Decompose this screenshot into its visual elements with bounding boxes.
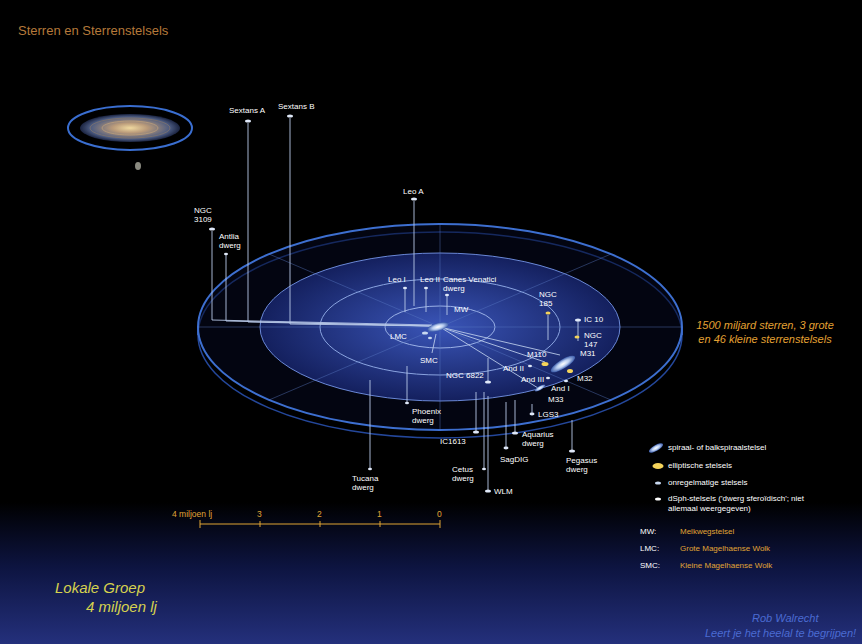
legend-swatch	[652, 479, 664, 487]
scale-label: 4 miljoen lj	[172, 510, 212, 520]
legend-swatch	[652, 462, 664, 470]
legend-text: onregelmatige stelsels	[668, 478, 748, 488]
abbreviation: MW:	[640, 527, 656, 536]
galaxy-label: LMC	[390, 332, 407, 341]
legend-text: elliptische stelsels	[668, 461, 732, 471]
abbreviation: LMC:	[640, 544, 659, 553]
galaxy-label: M110	[527, 350, 546, 359]
galaxy-label: Antlia dwerg	[219, 232, 245, 250]
galaxy-label: Phoenix dwerg	[412, 407, 444, 425]
galaxy-label: Sextans A	[229, 106, 265, 115]
page-title: Sterren en Sterrenstelsels	[18, 24, 168, 39]
galaxy-label: LGS3	[538, 410, 558, 419]
legend-text: spiraal- of balkspiraalstelsel	[668, 443, 766, 453]
galaxy-label: M31	[580, 349, 596, 358]
legend-row: onregelmatige stelsels	[668, 478, 748, 488]
scale-label: 3	[257, 510, 262, 520]
galaxy-label: And II	[503, 364, 524, 373]
legend-text: dSph-stelsels ('dwerg sferoïdisch'; niet…	[668, 494, 818, 513]
galaxy-label: SagDIG	[500, 455, 528, 464]
galaxy-label: And III	[521, 375, 544, 384]
galaxy-label: Cetus dwerg	[452, 465, 480, 483]
watermark: Rob Walrecht	[752, 612, 818, 625]
scale-label: 0	[437, 510, 442, 520]
galaxy-label: IC1613	[440, 437, 466, 446]
galaxy-label: Leo I	[388, 275, 406, 284]
galaxy-label: Pegasus dwerg	[566, 456, 602, 474]
abbreviation: SMC:	[640, 561, 660, 570]
galaxy-label: Sextans B	[278, 102, 314, 111]
watermark: Leert je het heelal te begrijpen!	[705, 627, 856, 640]
galaxy-label: Leo A	[403, 187, 423, 196]
galaxy-label: Tucana dwerg	[352, 474, 386, 492]
abbreviation-meaning: Melkwegstelsel	[680, 527, 734, 536]
legend-swatch	[652, 495, 664, 503]
scale-label: 2	[317, 510, 322, 520]
galaxy-label: Canes Venatici dwerg	[443, 275, 503, 293]
legend-row: spiraal- of balkspiraalstelsel	[668, 443, 766, 453]
legend-row: dSph-stelsels ('dwerg sferoïdisch'; niet…	[668, 494, 818, 513]
galaxy-label: SMC	[420, 356, 438, 365]
group-name: Lokale Groep	[55, 579, 145, 596]
abbreviation-meaning: Grote Magelhaense Wolk	[680, 544, 770, 553]
scale-label: 1	[377, 510, 382, 520]
galaxy-label: NGC 6822	[446, 371, 484, 380]
galaxy-label: And I	[551, 384, 570, 393]
galaxy-label: Aquarius dwerg	[522, 430, 562, 448]
legend-row: elliptische stelsels	[668, 461, 732, 471]
galaxy-label: MW	[454, 305, 468, 314]
info-note: 1500 miljard sterren, 3 grote en 46 klei…	[690, 318, 840, 347]
galaxy-label: Leo II	[420, 275, 440, 284]
galaxy-label: NGC 147	[584, 331, 606, 349]
galaxy-label: NGC 185	[539, 290, 561, 308]
galaxy-label: NGC 3109	[194, 206, 220, 224]
galaxy-label: WLM	[494, 487, 513, 496]
group-size: 4 miljoen lj	[86, 598, 157, 615]
abbreviation-meaning: Kleine Magelhaense Wolk	[680, 561, 772, 570]
galaxy-label: IC 10	[584, 315, 603, 324]
galaxy-label: M32	[577, 374, 593, 383]
galaxy-label: M33	[548, 395, 564, 404]
